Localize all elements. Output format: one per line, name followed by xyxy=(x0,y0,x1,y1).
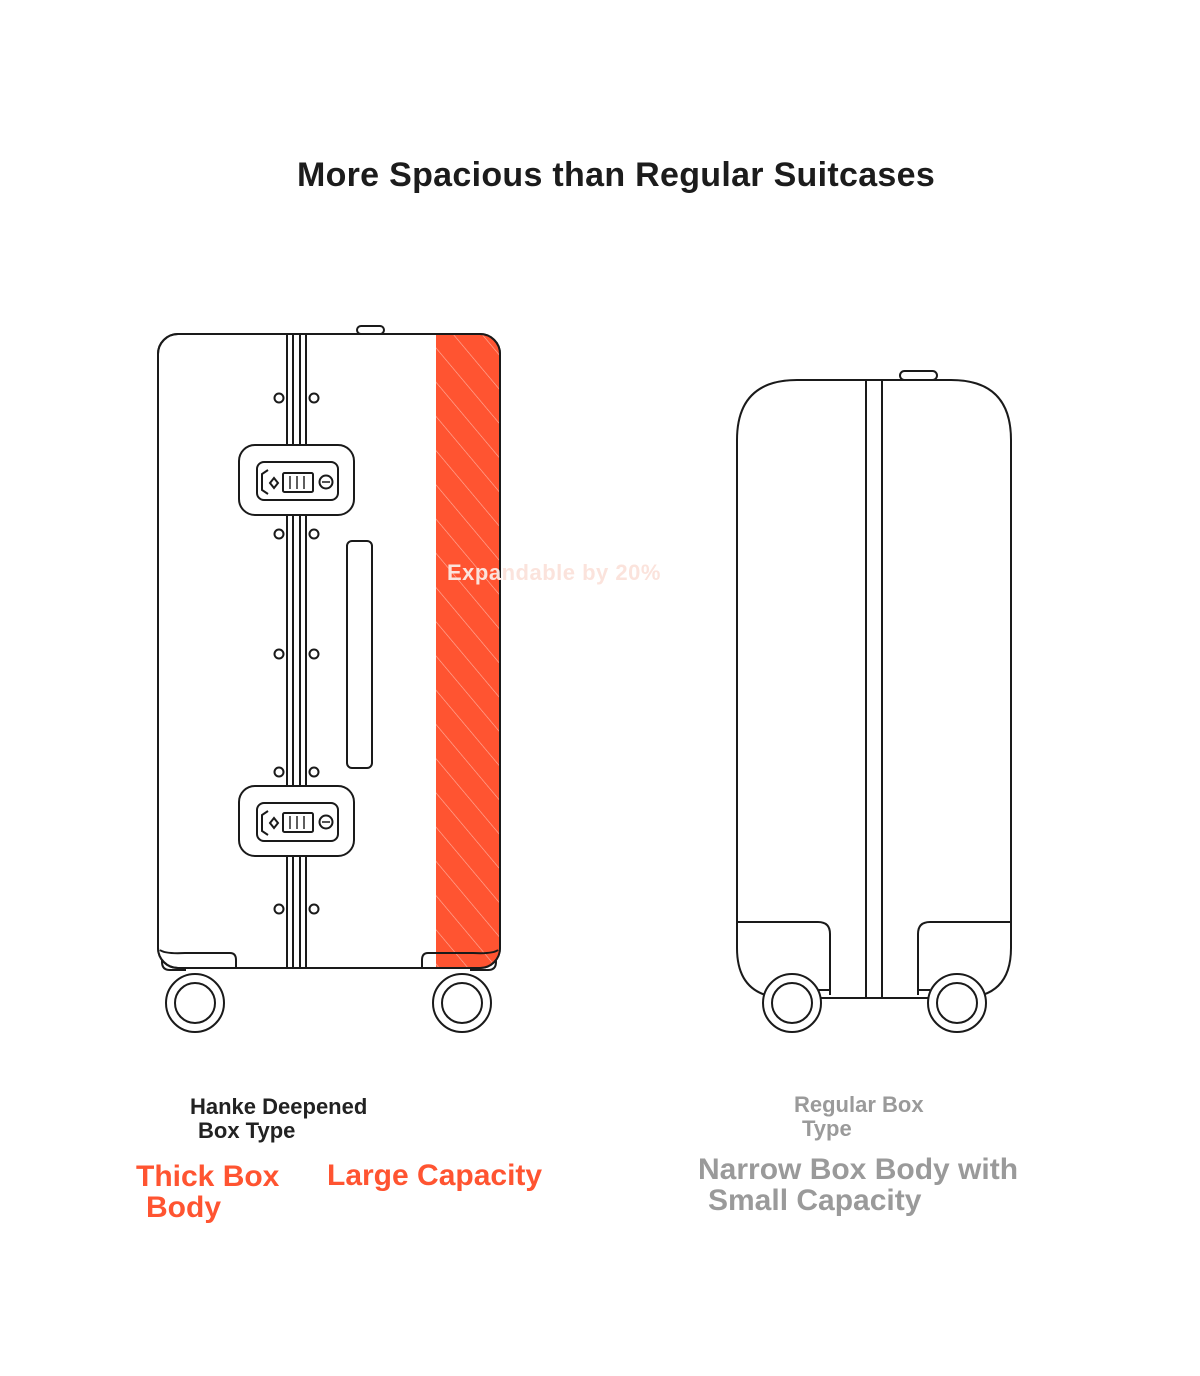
combination-lock-icon xyxy=(238,785,355,857)
thick-box-body-line2: Body xyxy=(146,1191,221,1224)
regular-box-type-label: Regular Box Type xyxy=(794,1093,924,1141)
narrow-box-body-line2: Small Capacity xyxy=(708,1184,922,1217)
wheel-icon xyxy=(165,973,225,1033)
deepened-suitcase-details xyxy=(159,334,499,968)
regular-box-type-line2: Type xyxy=(802,1116,852,1141)
wheel-icon xyxy=(432,973,492,1033)
deepened-box-type-line1: Hanke Deepened xyxy=(190,1094,368,1119)
combination-lock-icon xyxy=(238,444,355,516)
regular-box-type-line1: Regular Box xyxy=(794,1092,924,1117)
thick-box-body-line1: Thick Box xyxy=(136,1160,280,1193)
regular-suitcase-icon xyxy=(736,370,1012,999)
narrow-box-body-line1: Narrow Box Body with xyxy=(698,1153,1019,1186)
expansion-zone xyxy=(436,334,500,968)
thick-box-body-label: Thick Box Body xyxy=(136,1161,279,1223)
page-title: More Spacious than Regular Suitcases xyxy=(296,156,936,194)
wheel-icon xyxy=(927,973,987,1033)
wheel-icon xyxy=(762,973,822,1033)
large-capacity-label: Large Capacity xyxy=(327,1159,543,1192)
expandable-note: Expandable by 20% xyxy=(447,560,661,585)
narrow-box-body-label: Narrow Box Body with Small Capacity xyxy=(698,1154,1018,1216)
deepened-box-type-line2: Box Type xyxy=(198,1118,296,1143)
deepened-box-type-label: Hanke Deepened Box Type xyxy=(190,1095,367,1143)
